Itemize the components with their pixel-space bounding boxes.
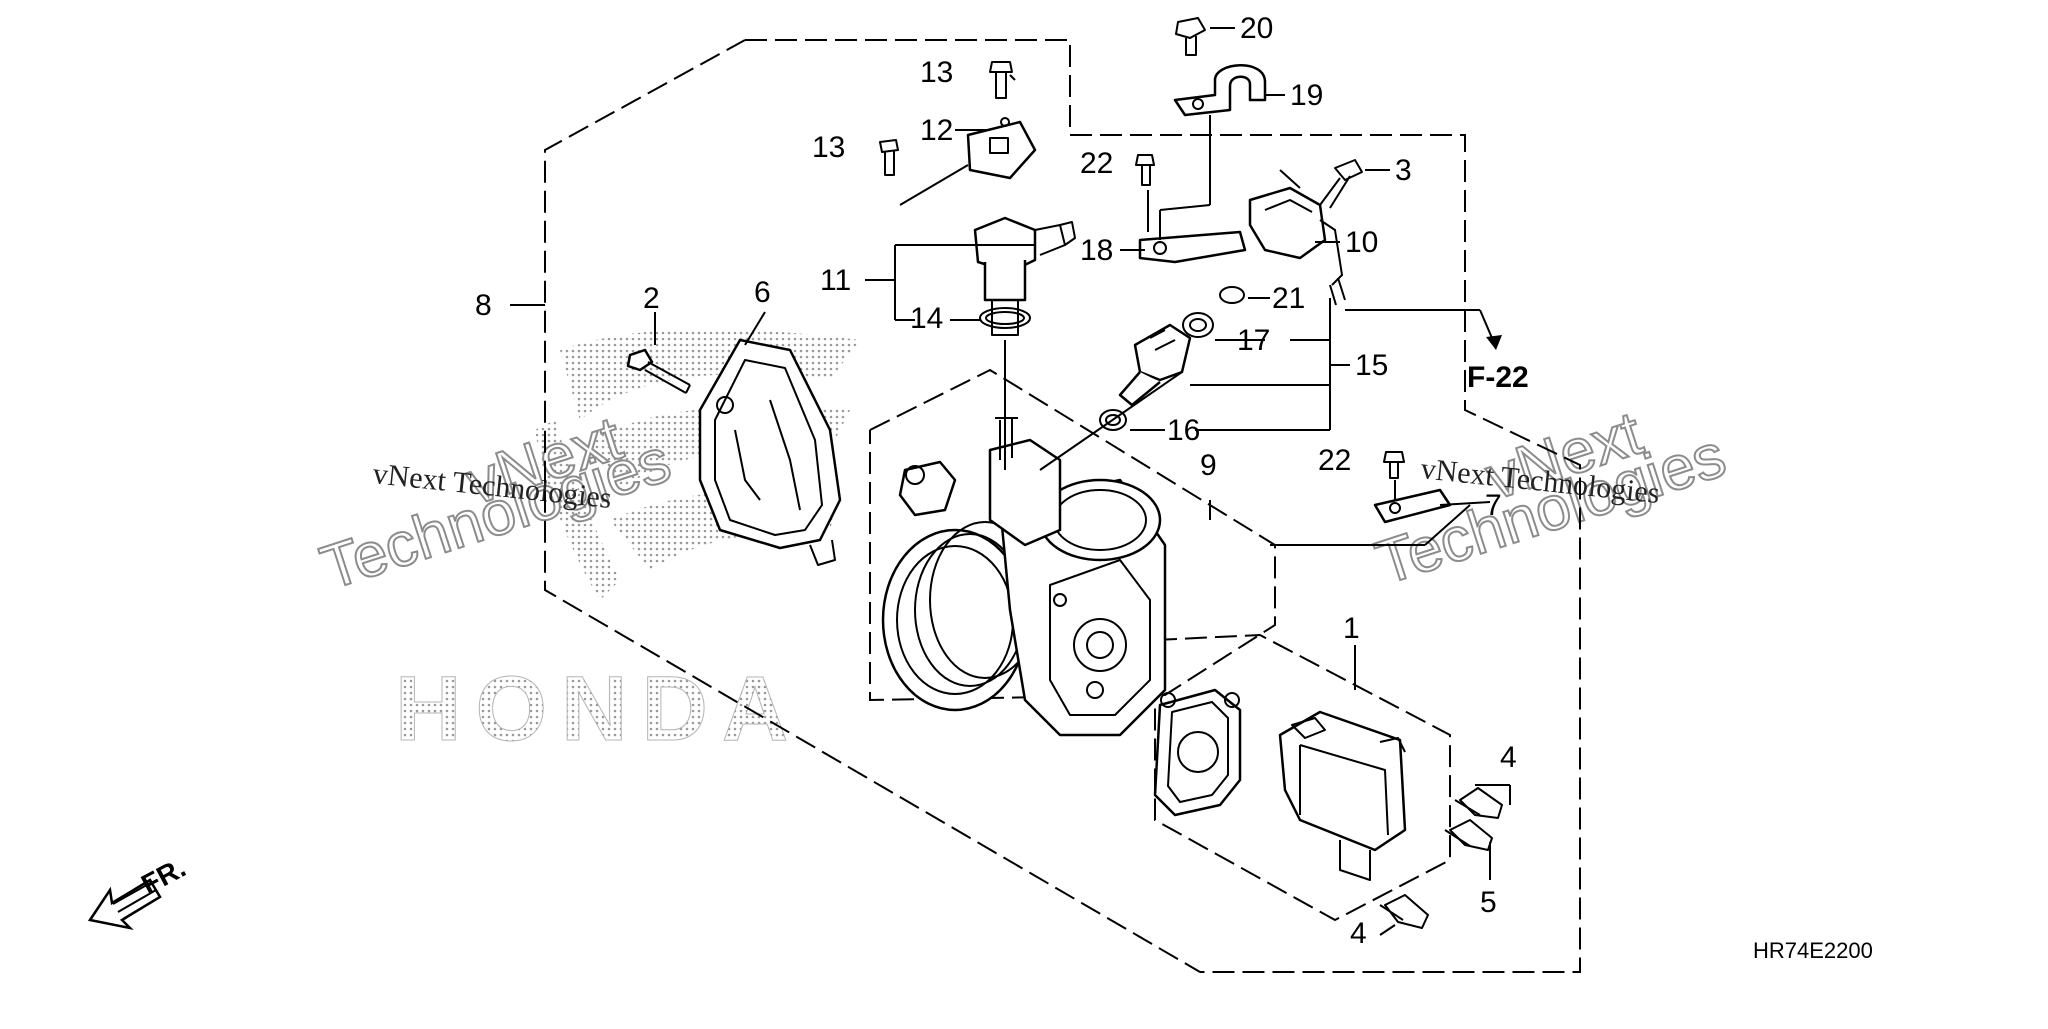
callout-numbers: 1 2 3 4 4 5 6 7 8 9 10 11 12 13 13 14 15… [475,12,1873,963]
part-12-plate [966,117,1037,180]
part-9-throttle-body [881,417,1167,737]
part-22-screw-upper [1135,154,1155,186]
part-2-bolt [626,348,691,394]
callout-13b: 13 [812,131,845,164]
part-4-screw-lower [1379,894,1429,929]
part-17-seal [1182,312,1214,338]
callout-6: 6 [754,276,771,309]
callout-5: 5 [1480,886,1497,919]
callout-18: 18 [1080,234,1113,267]
part-7-gasket [1153,688,1242,817]
callout-1: 1 [1343,612,1360,645]
part-19-clamp [1173,64,1267,117]
front-direction-indicator: FR. [87,852,191,931]
part-16-seal [1099,409,1127,431]
part-10-sensor [1248,186,1346,306]
honda-brand-text: HONDA [395,658,802,760]
diagram-code: HR74E2200 [1753,938,1873,963]
callout-9: 9 [1200,449,1217,482]
front-arrow-icon [87,878,162,931]
assembly-outline-1 [1154,633,1451,922]
part-22-screw-lower [1383,451,1405,479]
part-15-injector [1118,323,1192,407]
callout-12: 12 [920,114,953,147]
part-14-o-ring [979,307,1031,329]
callout-3: 3 [1395,154,1412,187]
callout-21: 21 [1272,282,1305,315]
callout-7: 7 [1485,489,1502,522]
callout-22a: 22 [1080,147,1113,180]
part-13-screw-left [879,139,899,176]
callout-15: 15 [1355,349,1388,382]
part-4-screw-upper [1454,787,1503,819]
part-18-bracket [1138,230,1247,264]
callout-2: 2 [643,282,660,315]
callout-11: 11 [820,264,851,297]
part-6-cover [698,338,842,566]
reference-label-f22: F-22 [1467,361,1529,394]
part-5-screw [1444,819,1493,851]
callout-8: 8 [475,289,492,322]
callout-4a: 4 [1500,741,1517,774]
part-21-o-ring [1219,286,1245,304]
assembly-outline-8 [544,39,1581,973]
callout-13a: 13 [920,56,953,89]
assembly-outline-9 [869,368,1276,702]
callout-4b: 4 [1350,917,1367,950]
callout-20: 20 [1240,12,1273,45]
callout-10: 10 [1345,226,1378,259]
part-3-bolt [1319,159,1363,209]
callout-17: 17 [1237,324,1270,357]
part-1-sensor [1278,710,1407,881]
callout-19: 19 [1290,79,1323,112]
callout-14: 14 [910,302,943,335]
callout-22b: 22 [1318,444,1351,477]
part-20-bolt [1175,17,1206,56]
leader-lines [510,27,1511,936]
part-11-sensor [973,216,1076,336]
callout-16: 16 [1167,414,1200,447]
part-13-screw-top [989,61,1013,99]
